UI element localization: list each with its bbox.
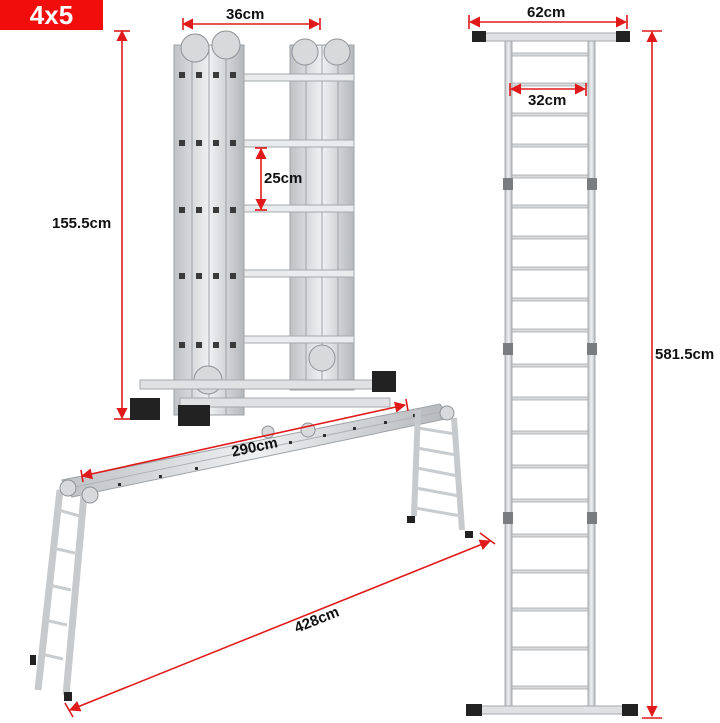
extended-height-dimension (642, 30, 662, 719)
folded-height-label: 155.5cm (52, 215, 112, 232)
extended-inner-width-dimension (509, 83, 587, 96)
extended-outer-width-dimension (468, 15, 628, 29)
model-badge: 4x5 (0, 0, 103, 30)
extended-outer-width-label: 62cm (527, 4, 566, 21)
folded-ladder (130, 30, 396, 426)
overall-length-dimension (64, 532, 496, 718)
folded-height-dimension (114, 29, 130, 420)
rung-spacing-dimension (255, 147, 267, 211)
extended-ladder (466, 31, 638, 716)
platform-length-dimension (80, 398, 409, 483)
rung-spacing-label: 25cm (264, 170, 303, 187)
extended-height-label: 581.5cm (655, 346, 715, 363)
extended-inner-width-label: 32cm (528, 92, 567, 109)
folded-width-label: 36cm (226, 6, 265, 23)
folded-width-dimension (181, 18, 321, 30)
